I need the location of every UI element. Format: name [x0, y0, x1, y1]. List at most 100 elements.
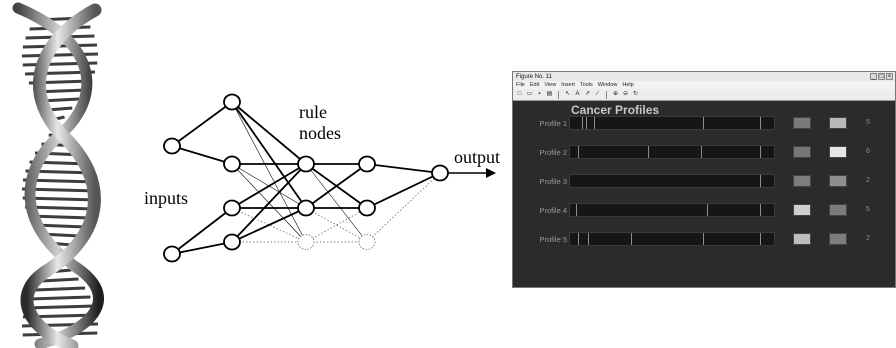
profile-bar: [569, 232, 775, 246]
profile-swatch-1: [793, 117, 811, 129]
profile-swatch-1: [793, 204, 811, 216]
edge-solid: [231, 101, 307, 165]
edge-dotted: [231, 207, 307, 243]
edge-thin: [305, 163, 368, 243]
save-icon[interactable]: ▪: [538, 91, 541, 97]
inputs-label: inputs: [144, 188, 188, 208]
open-icon[interactable]: ▭: [526, 91, 533, 97]
profile-marker: [702, 233, 704, 245]
output-arrow-head: [486, 168, 496, 178]
profile-marker: [576, 204, 578, 216]
menu-insert[interactable]: Insert: [561, 82, 575, 88]
menu-edit[interactable]: Edit: [529, 82, 540, 88]
profile-label: Profile 4: [539, 206, 567, 215]
menu-tools[interactable]: Tools: [579, 82, 593, 88]
profile-value: 6: [866, 148, 870, 155]
membership-node: [223, 199, 241, 217]
profile-label: Profile 5: [539, 235, 567, 244]
profile-bar: [569, 145, 775, 159]
input-node: [163, 245, 181, 263]
membership-node: [223, 93, 241, 111]
edge-dotted: [366, 172, 441, 243]
base-pair-rung: [34, 286, 86, 292]
edge-solid: [171, 101, 233, 147]
membership-node: [223, 155, 241, 173]
profile-marker: [578, 146, 580, 158]
dna-helix-image: [12, 2, 104, 348]
profile-swatch-2: [829, 204, 847, 216]
figure-title: Figure No. 11: [516, 73, 552, 80]
profile-label: Profile 1: [539, 119, 567, 128]
profile-marker: [759, 204, 761, 216]
edge-solid: [305, 163, 368, 209]
text-icon[interactable]: A: [575, 91, 580, 97]
figure-toolbar: □ ▭ ▪ ▤ ↖ A ↗ ∕ ⊕ ⊖ ↻: [513, 89, 895, 101]
profile-marker: [578, 233, 580, 245]
menu-window[interactable]: Window: [597, 82, 618, 88]
menu-bar: File Edit View Insert Tools Window Help: [513, 81, 895, 89]
rule-node-new: [297, 234, 315, 250]
menu-help[interactable]: Help: [622, 82, 634, 88]
profile-swatch-1: [793, 146, 811, 158]
profile-swatch-2: [829, 175, 847, 187]
maximize-button[interactable]: □: [878, 73, 885, 80]
helix-strand-front: [20, 3, 102, 348]
toolbar-separator: [606, 90, 607, 99]
profile-marker: [702, 117, 704, 129]
profile-value: 2: [866, 177, 870, 184]
input-node: [163, 137, 181, 155]
edge-solid: [171, 241, 233, 255]
edge-dotted: [305, 207, 368, 243]
menu-view[interactable]: View: [544, 82, 557, 88]
rule-nodes-label-line2: nodes: [299, 123, 341, 143]
profile-bar: [569, 116, 775, 130]
profile-value: 2: [866, 235, 870, 242]
profile-marker: [706, 204, 708, 216]
close-button[interactable]: ×: [886, 73, 893, 80]
action-node: [358, 199, 376, 217]
zoom-in-icon[interactable]: ⊕: [612, 91, 619, 97]
edge-thin: [231, 163, 307, 243]
new-icon[interactable]: □: [517, 91, 522, 97]
edge-solid: [171, 207, 233, 255]
minimize-button[interactable]: _: [870, 73, 877, 80]
profile-marker: [588, 233, 590, 245]
profile-marker: [759, 233, 761, 245]
rule-nodes-label-line1: rule: [299, 102, 327, 122]
output-label: output: [454, 147, 500, 167]
profile-swatch-1: [793, 175, 811, 187]
line-icon[interactable]: ∕: [596, 91, 598, 97]
profile-value: 5: [866, 119, 870, 126]
arrow-icon[interactable]: ↖: [564, 91, 571, 97]
profile-marker: [647, 146, 649, 158]
rotate-icon[interactable]: ↻: [632, 91, 639, 97]
output-node: [431, 164, 449, 182]
profile-label: Profile 3: [539, 177, 567, 186]
profile-swatch-2: [829, 146, 847, 158]
edge-solid: [231, 101, 307, 209]
edge-solid: [171, 145, 233, 165]
figure-window: Figure No. 11 _ □ × File Edit View Inser…: [512, 71, 896, 288]
profile-bar: [569, 203, 775, 217]
rule-node: [297, 199, 315, 217]
print-icon[interactable]: ▤: [546, 91, 553, 97]
profile-swatch-2: [829, 117, 847, 129]
profile-marker: [759, 117, 761, 129]
profile-marker: [759, 146, 761, 158]
profile-swatch-2: [829, 233, 847, 245]
membership-node: [223, 233, 241, 251]
profile-marker: [594, 117, 596, 129]
figure-title-bar: Figure No. 11 _ □ ×: [513, 72, 895, 81]
profile-marker: [586, 117, 588, 129]
neuro-fuzzy-network-diagram: inputs rule nodes output: [144, 93, 500, 263]
edge-thin: [231, 163, 307, 209]
profile-marker: [631, 233, 633, 245]
line-arrow-icon[interactable]: ↗: [584, 91, 591, 97]
edge-thin: [231, 101, 307, 243]
edge-solid: [366, 172, 441, 209]
edge-dotted: [305, 207, 368, 243]
action-node: [358, 155, 376, 173]
zoom-out-icon[interactable]: ⊖: [622, 91, 629, 97]
menu-file[interactable]: File: [516, 82, 525, 88]
plot-title: Cancer Profiles: [571, 103, 660, 117]
